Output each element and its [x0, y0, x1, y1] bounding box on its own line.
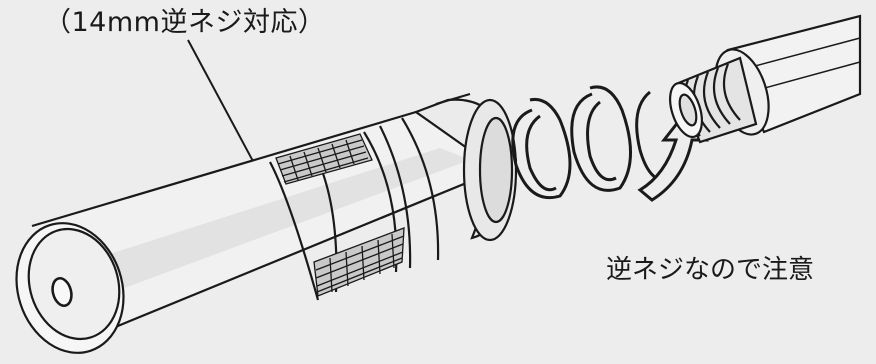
reverse-thread-caution-label: 逆ネジなので注意 — [606, 255, 815, 285]
leader-line — [187, 39, 263, 179]
rotation-spiral — [511, 85, 671, 200]
knurled-band-lower — [313, 227, 405, 297]
knurled-band-upper — [275, 133, 373, 185]
muzzle-hole — [51, 276, 73, 308]
silencer-body — [15, 92, 518, 354]
barrel-thread — [669, 56, 758, 144]
thread-spec-label: （14mm逆ネジ対応） — [44, 7, 326, 38]
barrel — [669, 14, 862, 144]
